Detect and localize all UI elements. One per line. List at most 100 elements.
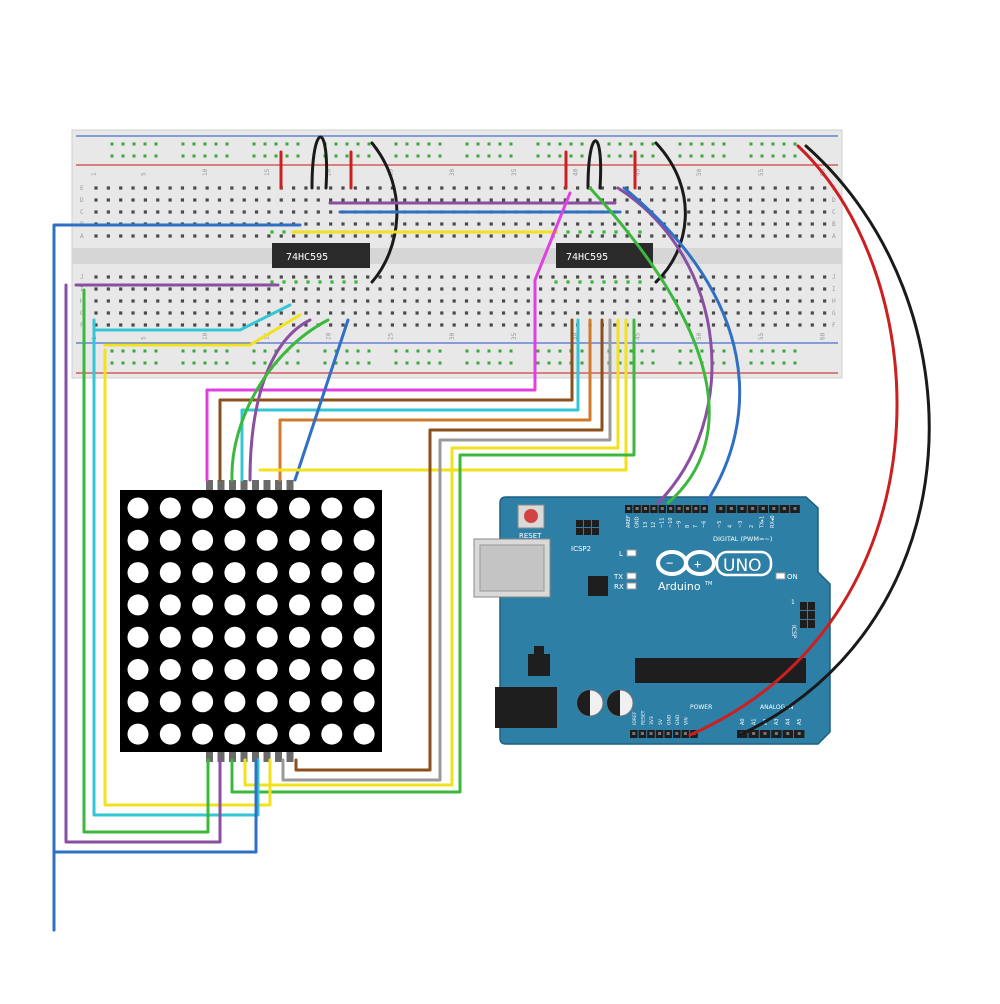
- rail-hole: [476, 361, 480, 365]
- led-rx: [626, 582, 637, 590]
- rail-hole: [285, 142, 289, 146]
- breadboard-hole: [699, 210, 703, 214]
- breadboard-hole: [366, 234, 370, 238]
- breadboard-hole: [168, 311, 172, 315]
- breadboard-hole: [452, 287, 456, 291]
- breadboard-hole: [143, 210, 147, 214]
- breadboard-hole: [403, 198, 407, 202]
- breadboard-hole: [711, 275, 716, 279]
- breadboard-hole: [674, 210, 679, 214]
- breadboard-hole: [180, 287, 185, 291]
- rail-hole: [722, 142, 726, 146]
- rail-hole: [509, 349, 513, 353]
- breadboard-hole: [798, 323, 802, 327]
- breadboard-hole: [736, 311, 740, 315]
- icsp-pin: [800, 611, 807, 619]
- breadboard-hole: [267, 287, 271, 291]
- breadboard-hole: [440, 222, 444, 226]
- breadboard-hole: [526, 299, 530, 303]
- power-label: POWER: [690, 704, 712, 711]
- breadboard-hole: [489, 311, 493, 315]
- breadboard-hole: [662, 234, 666, 238]
- loop-wire-blue: [52, 758, 258, 932]
- breadboard-hole: [94, 323, 98, 327]
- breadboard-hole: [600, 311, 604, 315]
- breadboard-hole: [143, 287, 147, 291]
- rail-hole: [405, 349, 409, 353]
- breadboard-hole: [650, 198, 654, 202]
- rail-hole: [771, 349, 775, 353]
- uno-text: UNO: [723, 556, 762, 576]
- breadboard-hole: [440, 275, 444, 279]
- breadboard-hole: [823, 311, 827, 315]
- rail-hole: [121, 154, 125, 158]
- breadboard-hole-active: [638, 280, 642, 284]
- column-label-bottom: 35: [511, 332, 518, 340]
- breadboard-hole: [119, 299, 123, 303]
- breadboard-hole: [440, 311, 444, 315]
- rail-hole: [427, 349, 431, 353]
- breadboard-hole: [699, 222, 703, 226]
- breadboard-hole: [526, 234, 530, 238]
- breadboard-hole: [304, 311, 308, 315]
- breadboard-hole: [798, 287, 802, 291]
- breadboard-hole: [217, 287, 222, 291]
- arduino-logo-minus: −: [666, 556, 673, 570]
- rail-hole: [771, 361, 775, 365]
- breadboard-hole: [773, 299, 777, 303]
- breadboard-hole: [403, 275, 407, 279]
- breadboard-hole: [748, 311, 753, 315]
- breadboard-hole: [625, 210, 629, 214]
- breadboard-hole: [539, 287, 543, 291]
- digital-header-pin-hole: [686, 507, 689, 510]
- led-dot: [224, 562, 246, 584]
- breadboard-hole: [131, 186, 135, 190]
- power-pin-label: RESET: [641, 710, 647, 725]
- breadboard-hole: [786, 210, 790, 214]
- power-jack: [495, 687, 557, 728]
- breadboard-hole: [711, 198, 716, 202]
- icsp-pin: [800, 602, 807, 610]
- breadboard-hole: [427, 198, 432, 202]
- rail-hole: [427, 154, 431, 158]
- breadboard-hole-active: [566, 230, 570, 234]
- led-dot: [256, 691, 278, 713]
- breadboard-hole: [588, 299, 592, 303]
- breadboard-hole: [316, 299, 320, 303]
- rail-hole: [214, 154, 218, 158]
- breadboard-hole: [613, 311, 617, 315]
- row-label: D: [832, 197, 836, 204]
- breadboard-hole: [378, 186, 382, 190]
- breadboard-hole: [390, 287, 394, 291]
- breadboard-hole: [168, 299, 172, 303]
- breadboard-hole: [403, 287, 407, 291]
- breadboard-hole: [724, 234, 728, 238]
- reset-button-cap[interactable]: [524, 509, 538, 523]
- led-dot: [289, 659, 310, 680]
- breadboard-hole: [94, 234, 98, 238]
- breadboard-hole: [674, 186, 679, 190]
- breadboard-hole: [279, 198, 283, 202]
- breadboard-hole: [119, 311, 123, 315]
- rail-hole: [110, 142, 114, 146]
- rail-hole: [580, 349, 584, 353]
- breadboard-hole: [353, 299, 357, 303]
- breadboard-hole: [477, 311, 481, 315]
- breadboard-hole: [452, 311, 456, 315]
- breadboard-hole: [106, 198, 110, 202]
- breadboard-hole: [94, 186, 98, 190]
- breadboard-hole: [193, 234, 197, 238]
- digital-header-pin-hole: [677, 507, 681, 510]
- matrix-wire-yellow: [103, 313, 302, 347]
- breadboard-hole: [810, 299, 814, 303]
- rail-hole: [678, 349, 682, 353]
- led-dot: [192, 562, 214, 584]
- breadboard-hole: [242, 198, 246, 202]
- rail-hole: [558, 349, 562, 353]
- power-header-pin-hole: [640, 732, 644, 735]
- rail-hole: [252, 154, 256, 158]
- breadboard-hole: [353, 186, 357, 190]
- breadboard-hole: [230, 323, 234, 327]
- led-dot: [224, 497, 246, 519]
